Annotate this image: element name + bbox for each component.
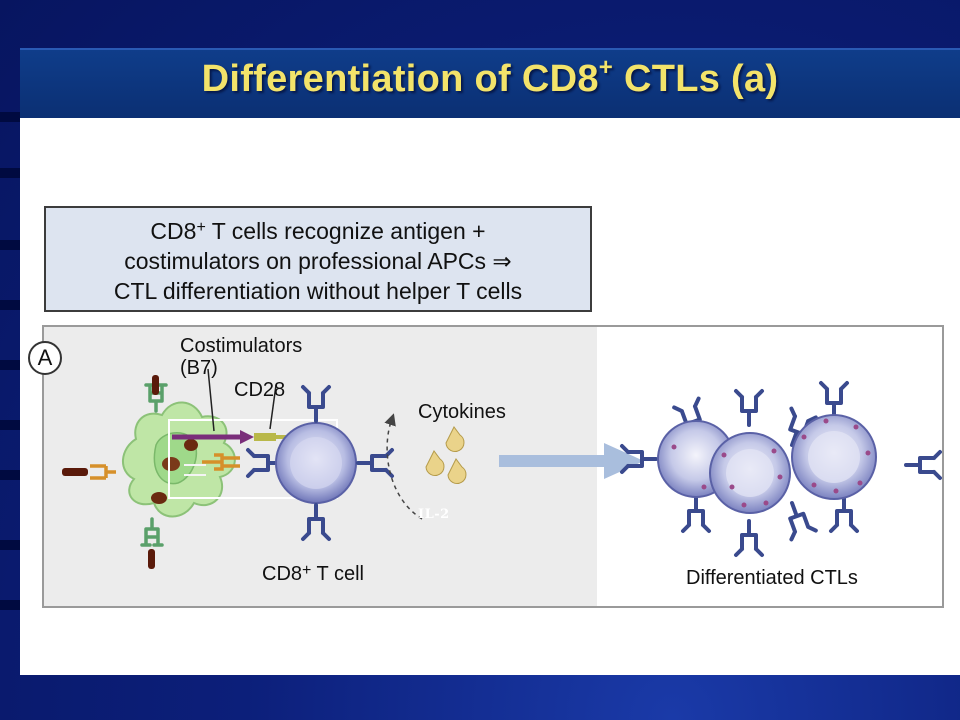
caption-line-3: CTL differentiation without helper T cel… — [113, 278, 523, 304]
apc-bottom-receptor — [140, 517, 164, 547]
figure-illustration — [62, 368, 942, 569]
t-cell-label-sup: + — [302, 562, 312, 579]
caption-line-1: CD8+ T cells recognize antigen + — [46, 216, 590, 246]
apc-bottom-stalk — [148, 549, 155, 569]
caption-line-2: costimulators on professional APCs ⇒ — [124, 248, 512, 274]
figure-panel: A Costimulators (B7) CD28 Cytokines IL-2… — [28, 325, 944, 608]
t-cell-label-pre: CD8 — [262, 563, 303, 585]
left-stripes — [0, 0, 20, 720]
cytokine-loop-arrow — [384, 413, 423, 520]
cytokines-label: Cytokines — [418, 401, 506, 423]
title-main: Differentiation of CD8 — [201, 58, 599, 100]
slide-title: Differentiation of CD8+ CTLs (a) — [20, 54, 960, 101]
cd28-label: CD28 — [234, 379, 286, 401]
apc-left-receptor — [90, 464, 116, 480]
t-cell-top-receptor — [301, 385, 331, 423]
t-cell-label-post: T cell — [311, 563, 364, 585]
mhc-complex — [202, 453, 240, 471]
title-bar: Differentiation of CD8+ CTLs (a) — [20, 48, 960, 120]
cd28-pointer — [269, 384, 277, 430]
cd28-receptor — [254, 433, 276, 441]
apc-top-stalk — [152, 375, 159, 395]
t-cell-bottom-receptor — [301, 503, 331, 541]
costim-pointer — [207, 368, 215, 432]
ctl-cluster — [620, 381, 942, 557]
ctl-label: Differentiated CTLs — [686, 567, 858, 589]
cytokine-1 — [425, 450, 445, 476]
t-cell-right-receptor — [356, 448, 394, 478]
apc-cell — [122, 401, 236, 518]
b7-arrow-head — [240, 430, 254, 444]
caption-line1-pre: CD8 — [150, 218, 197, 244]
caption-line1-post: T cells recognize antigen + — [205, 218, 486, 244]
il2-label: IL-2 — [418, 507, 450, 522]
t-cell-nucleus — [290, 437, 342, 489]
title-rest: CTLs (a) — [613, 58, 779, 100]
costimulators-label: Costimulators — [180, 335, 303, 357]
differentiation-arrow — [499, 443, 644, 479]
panel-letter: A — [28, 341, 62, 375]
b7-label: (B7) — [180, 357, 218, 379]
t-cell-label: CD8+ T cell — [262, 562, 364, 585]
cytokine-3 — [447, 458, 467, 484]
title-sup: + — [598, 54, 614, 81]
caption-line1-sup: + — [196, 219, 206, 236]
cytokine-2 — [445, 426, 465, 452]
apc-left-stalk — [62, 468, 88, 476]
caption-box: CD8+ T cells recognize antigen + costimu… — [44, 206, 592, 312]
